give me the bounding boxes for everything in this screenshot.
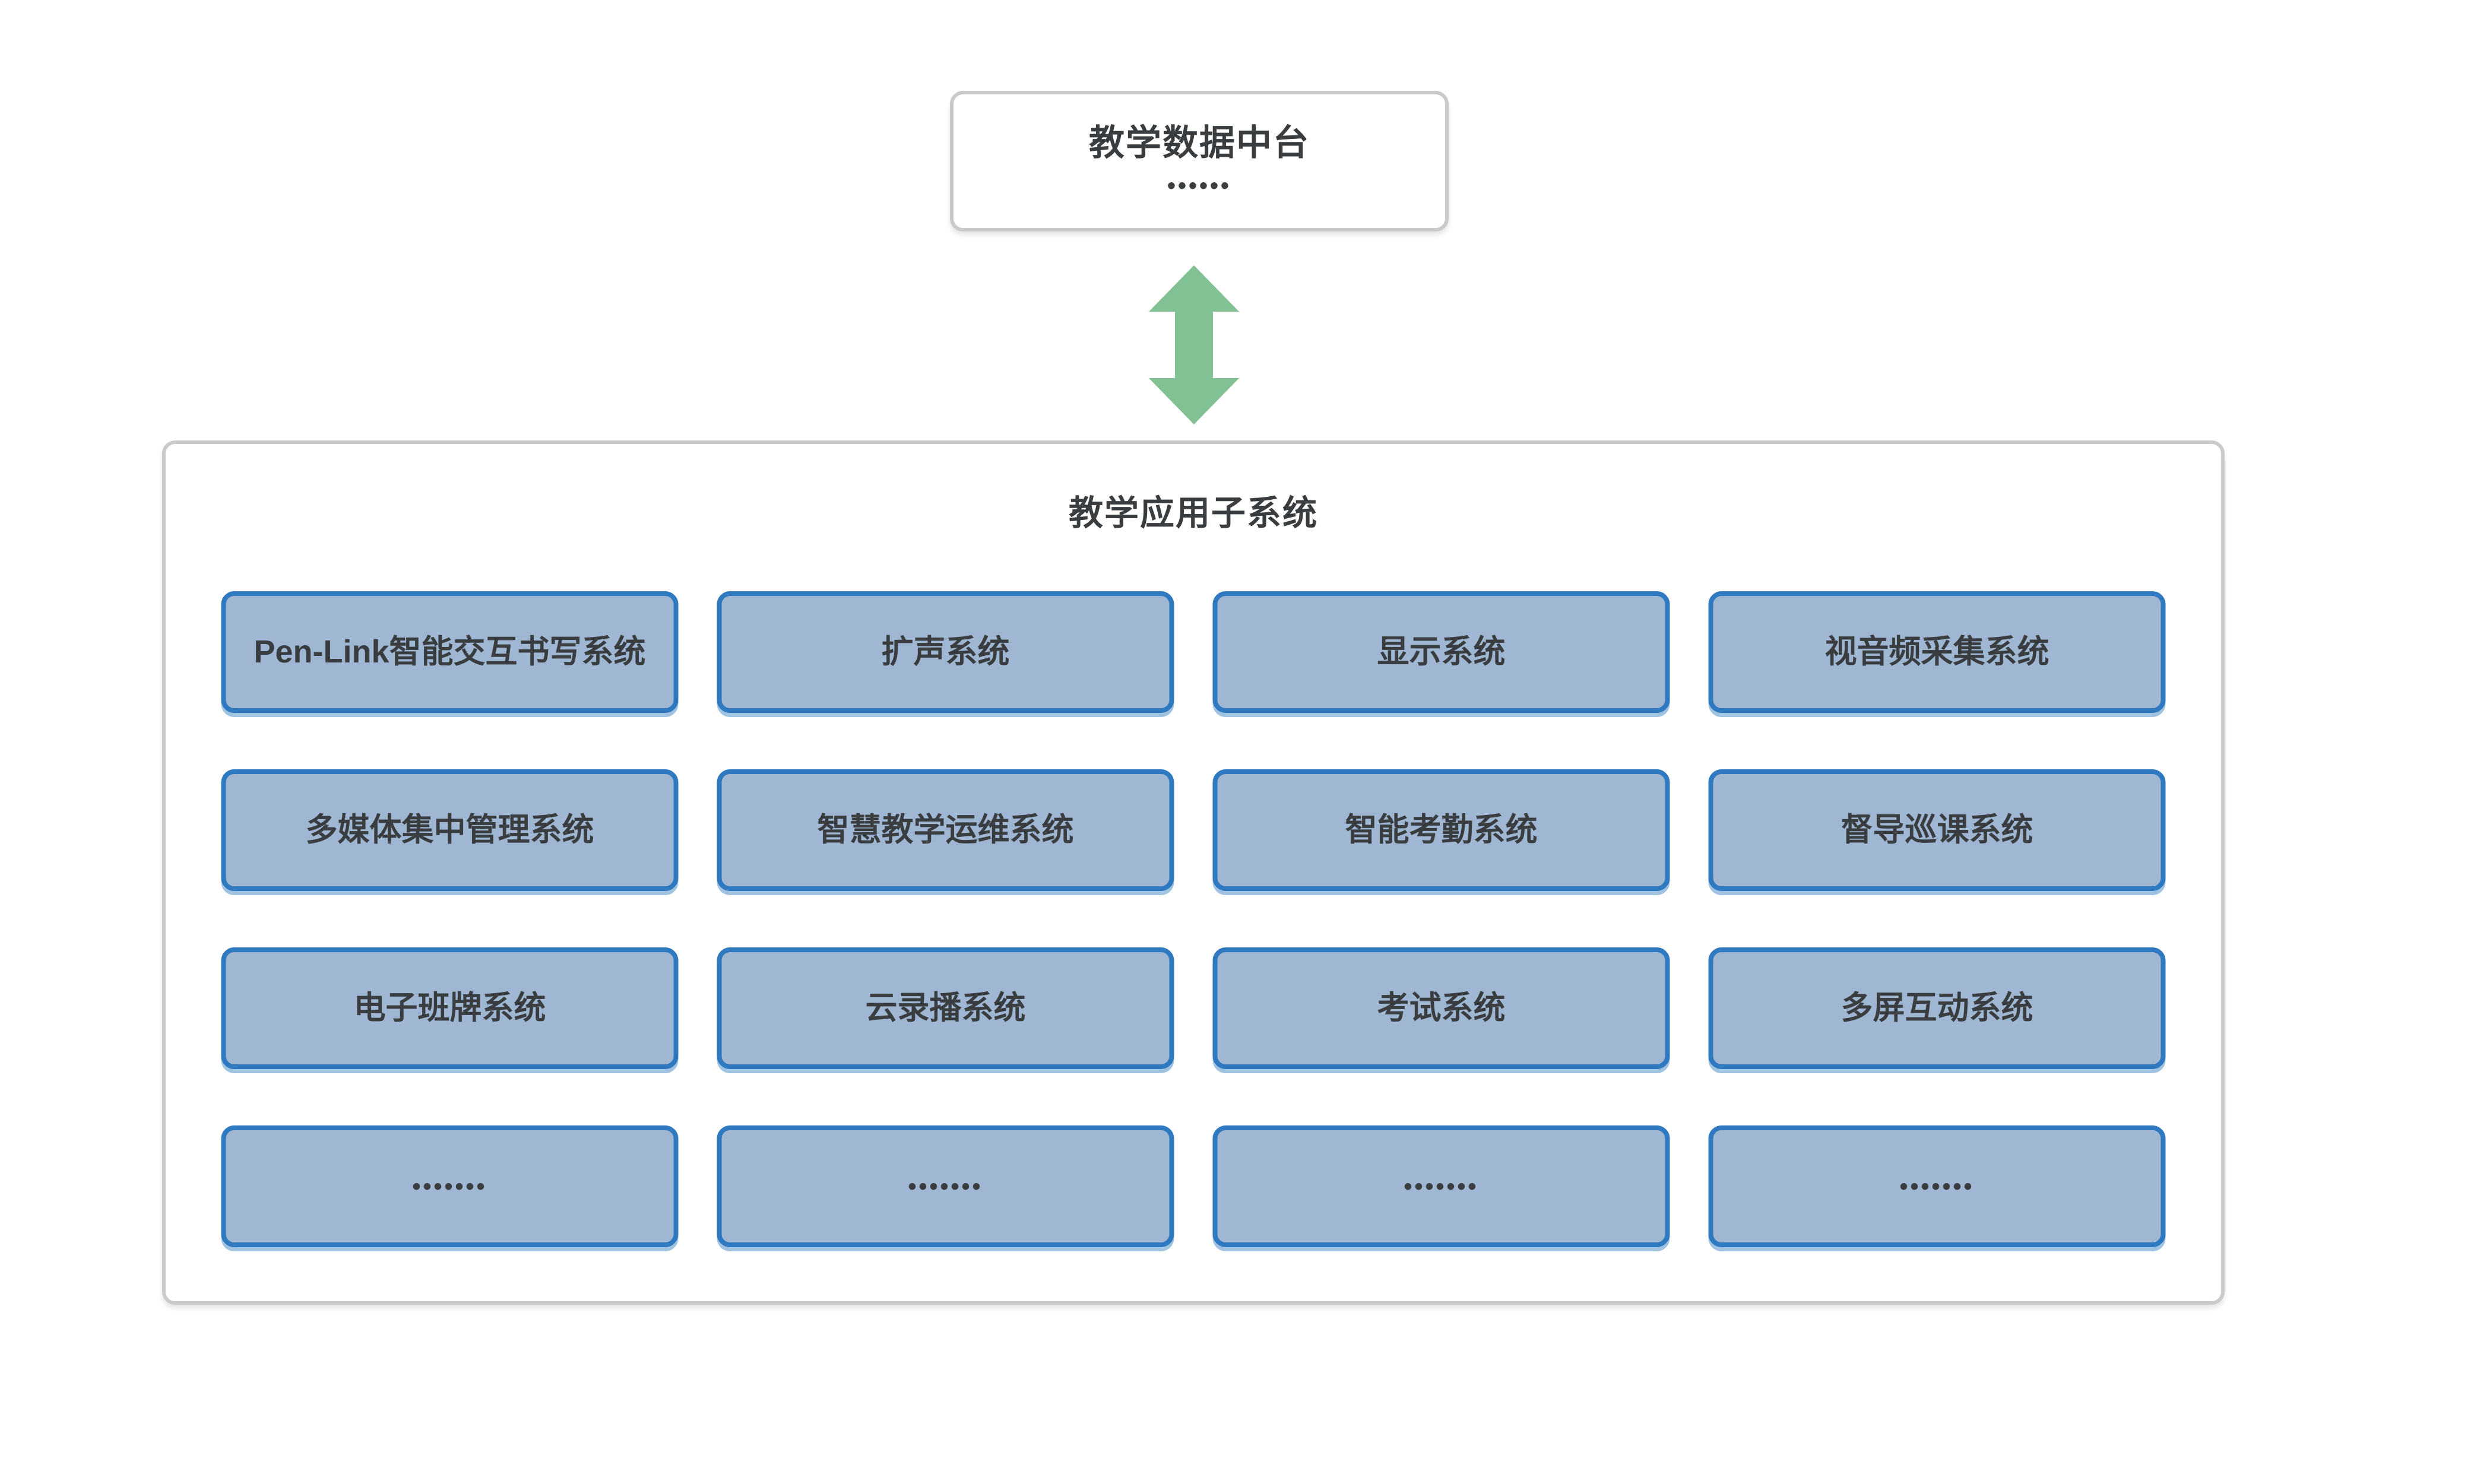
subsystem-box-supervision-patrol: 督导巡课系统 [1708, 769, 2166, 891]
subsystem-box-more-3: ••••••• [1212, 1125, 1670, 1247]
subsystem-box-more-1: ••••••• [221, 1125, 679, 1247]
subsystem-box-av-capture: 视音频采集系统 [1708, 591, 2166, 713]
subsystem-panel-title: 教学应用子系统 [1068, 494, 1318, 532]
subsystem-box-smart-attendance: 智能考勤系统 [1212, 769, 1670, 891]
subsystem-panel: 教学应用子系统 Pen-Link智能交互书写系统 扩声系统 显示系统 视音频采集… [162, 440, 2225, 1305]
data-platform-box: 教学数据中台 •••••• [950, 91, 1449, 232]
subsystem-box-examination: 考试系统 [1212, 947, 1670, 1069]
subsystem-box-cloud-recording: 云录播系统 [717, 947, 1174, 1069]
subsystem-box-sound-reinforcement: 扩声系统 [717, 591, 1174, 713]
subsystem-grid: Pen-Link智能交互书写系统 扩声系统 显示系统 视音频采集系统 多媒体集中… [221, 591, 2166, 1247]
subsystem-box-multimedia-management: 多媒体集中管理系统 [221, 769, 679, 891]
data-platform-ellipsis: •••••• [1167, 172, 1232, 199]
subsystem-box-electronic-class-sign: 电子班牌系统 [221, 947, 679, 1069]
bidirectional-arrow-icon [1149, 265, 1239, 424]
data-platform-title: 教学数据中台 [1089, 122, 1310, 163]
subsystem-box-smart-teaching-ops: 智慧教学运维系统 [717, 769, 1174, 891]
subsystem-box-penlink-writing: Pen-Link智能交互书写系统 [221, 591, 679, 713]
subsystem-box-more-4: ••••••• [1708, 1125, 2166, 1247]
subsystem-box-more-2: ••••••• [717, 1125, 1174, 1247]
subsystem-box-multiscreen-interaction: 多屏互动系统 [1708, 947, 2166, 1069]
subsystem-box-display: 显示系统 [1212, 591, 1670, 713]
